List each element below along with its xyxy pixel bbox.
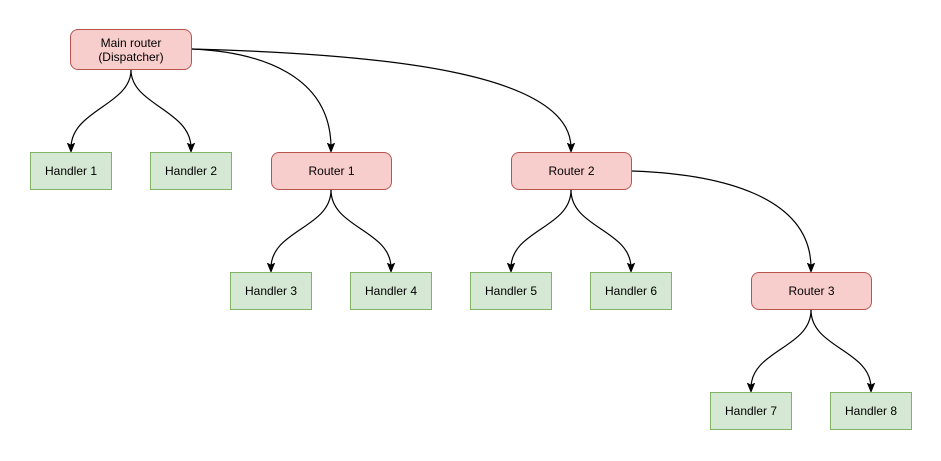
node-label-main-router: Main router (Dispatcher) (98, 35, 164, 64)
node-label-handler-4: Handler 4 (364, 284, 418, 298)
edge-router2-to-handler-5 (511, 189, 572, 268)
node-handler-2[interactable]: Handler 2 (150, 152, 232, 190)
node-label-handler-2: Handler 2 (164, 164, 218, 178)
node-handler-6[interactable]: Handler 6 (590, 272, 672, 310)
edge-router2-to-router-3 (631, 170, 811, 268)
node-main-router[interactable]: Main router (Dispatcher) (70, 29, 192, 70)
node-handler-1[interactable]: Handler 1 (30, 152, 112, 190)
edge-main-to-router-1 (191, 48, 331, 148)
edge-router2-to-handler-6 (570, 189, 631, 268)
node-label-handler-3: Handler 3 (244, 284, 298, 298)
node-handler-8[interactable]: Handler 8 (830, 392, 912, 430)
node-label-handler-7: Handler 7 (724, 404, 778, 418)
node-router-1[interactable]: Router 1 (271, 152, 392, 190)
node-label-router-3: Router 3 (788, 284, 835, 298)
node-handler-4[interactable]: Handler 4 (350, 272, 432, 310)
edge-main-to-router-2 (191, 48, 571, 148)
node-label-handler-8: Handler 8 (844, 404, 898, 418)
node-label-router-2: Router 2 (548, 164, 595, 178)
node-label-handler-6: Handler 6 (604, 284, 658, 298)
node-handler-7[interactable]: Handler 7 (710, 392, 792, 430)
edge-main-to-handler-1 (71, 69, 132, 148)
node-label-router-1: Router 1 (308, 164, 355, 178)
node-label-handler-5: Handler 5 (484, 284, 538, 298)
edge-router1-to-handler-3 (271, 189, 332, 268)
node-handler-3[interactable]: Handler 3 (230, 272, 312, 310)
node-router-3[interactable]: Router 3 (751, 272, 872, 310)
node-handler-5[interactable]: Handler 5 (470, 272, 552, 310)
node-router-2[interactable]: Router 2 (511, 152, 632, 190)
edge-router1-to-handler-4 (330, 189, 391, 268)
edge-router3-to-handler-7 (751, 309, 812, 388)
node-label-handler-1: Handler 1 (44, 164, 98, 178)
edge-router3-to-handler-8 (810, 309, 871, 388)
edge-main-to-handler-2 (130, 69, 191, 148)
